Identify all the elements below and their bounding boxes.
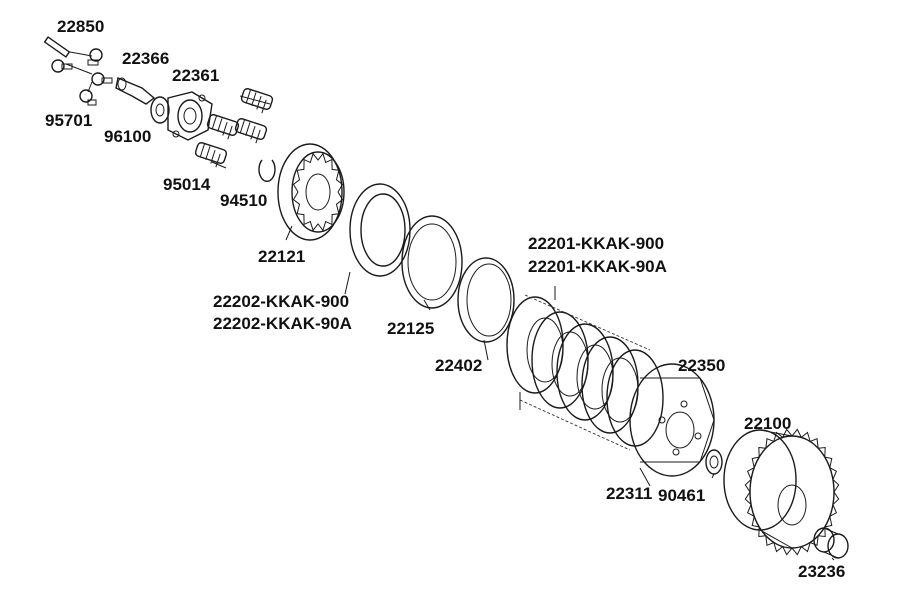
circlip-94510 <box>258 159 276 182</box>
plate-22125 <box>401 215 463 309</box>
bush-23236 <box>813 527 849 559</box>
leader-lines <box>285 225 835 561</box>
part-label-22201-kkak-90a: 22201-KKAK-90A <box>528 257 667 276</box>
part-label-22402: 22402 <box>435 356 483 375</box>
part-label-96100: 96100 <box>104 127 152 146</box>
lifter-plate-22361 <box>167 91 213 141</box>
part-label-90461: 90461 <box>658 486 706 505</box>
part-label-22361: 22361 <box>172 66 220 85</box>
part-label-22366: 22366 <box>122 49 170 68</box>
part-label-23236: 23236 <box>798 562 846 581</box>
washer-90461 <box>705 449 723 475</box>
part-label-22311: 22311 <box>606 484 653 503</box>
friction-disc-22202 <box>349 183 411 277</box>
clutch-hub-22350 <box>629 363 715 477</box>
bearing-96100 <box>150 96 170 124</box>
ring-22402 <box>457 257 515 343</box>
springs-95014 <box>194 88 274 169</box>
push-rod-22366 <box>115 77 156 105</box>
part-label-22125: 22125 <box>387 319 435 338</box>
part-label-22350: 22350 <box>678 356 726 375</box>
outer-gear-teeth <box>744 428 840 556</box>
part-label-22121: 22121 <box>258 247 306 266</box>
part-label-22201-kkak-900: 22201-KKAK-900 <box>528 234 665 253</box>
part-label-95701: 95701 <box>45 111 93 130</box>
clutch-disc-stack-22201 <box>506 286 664 451</box>
part-label-22202-kkak-90a: 22202-KKAK-90A <box>213 314 352 333</box>
part-label-22850: 22850 <box>57 17 105 36</box>
part-label-94510: 94510 <box>220 191 268 210</box>
part-label-22100: 22100 <box>744 414 792 433</box>
pin-22850 <box>43 36 71 58</box>
bolt-group-95701 <box>51 48 113 106</box>
part-label-22202-kkak-900: 22202-KKAK-900 <box>213 292 350 311</box>
part-label-95014: 95014 <box>163 175 211 194</box>
pressure-plate-22121 <box>277 143 345 241</box>
